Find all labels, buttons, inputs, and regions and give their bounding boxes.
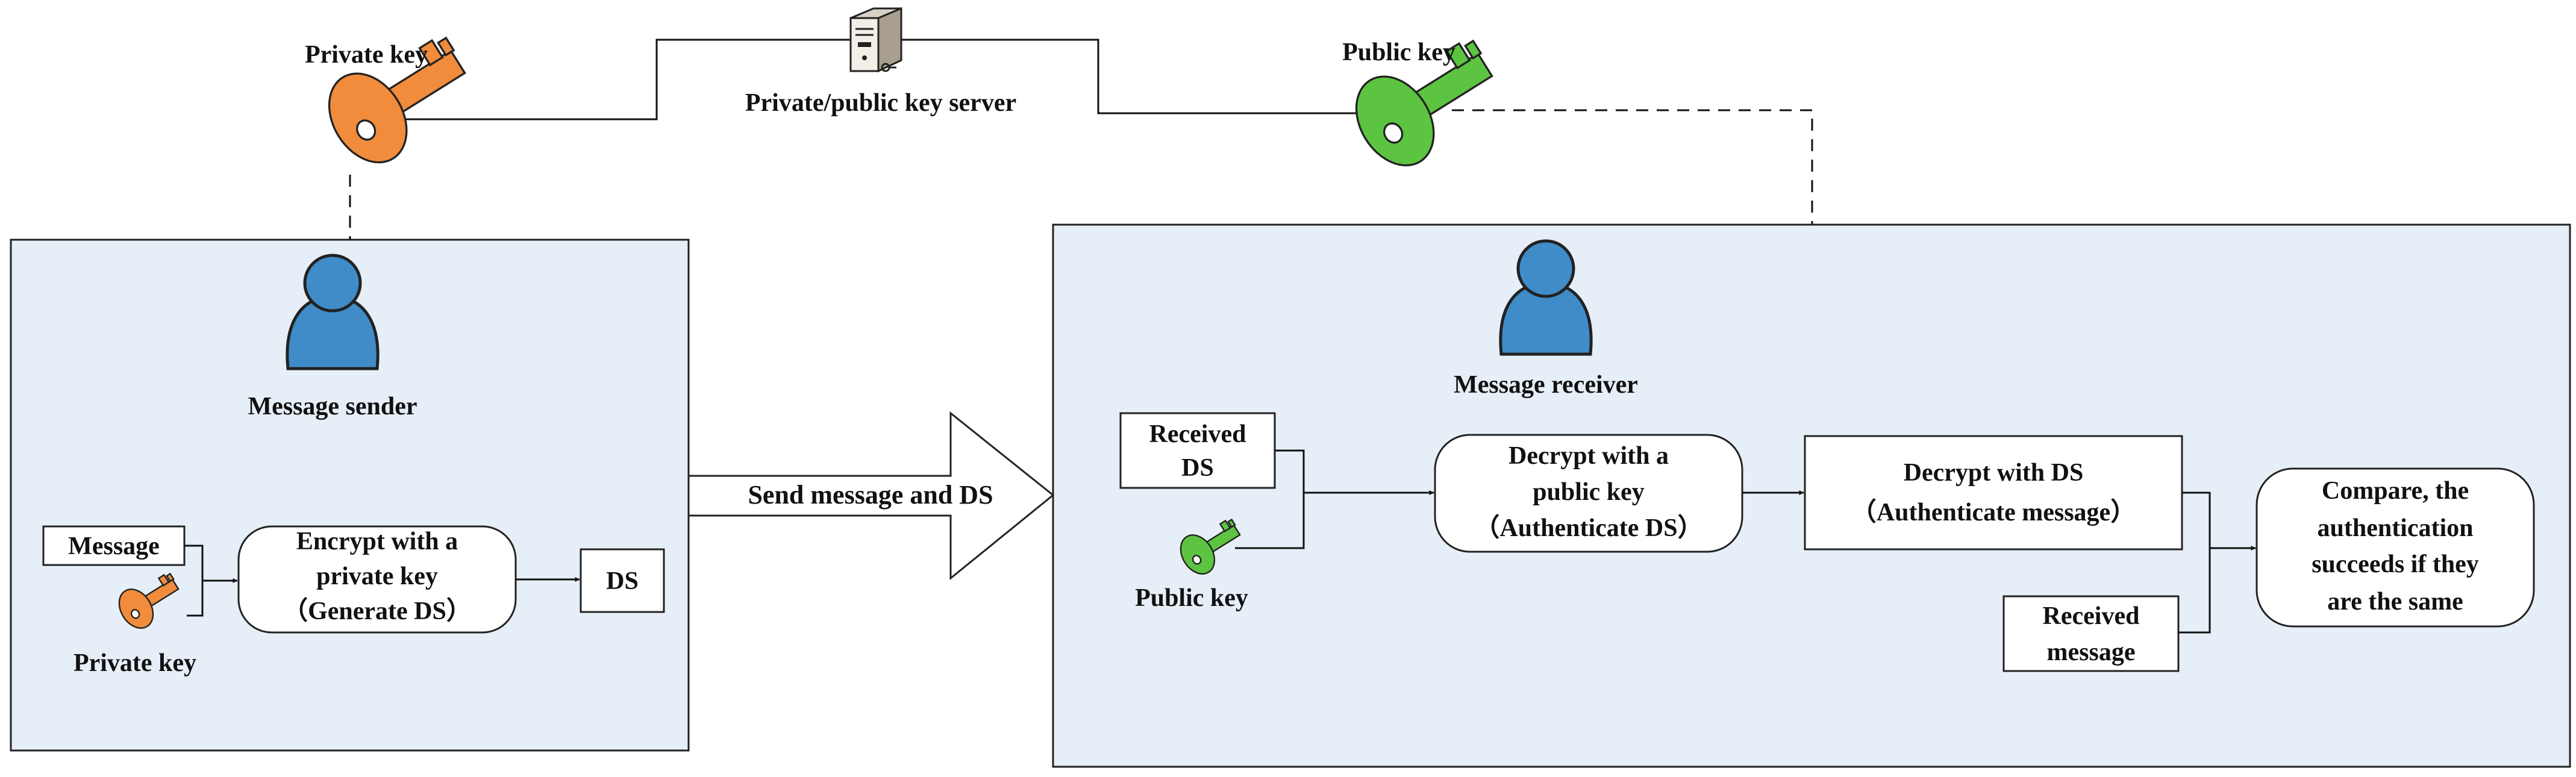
compare-line-2: authentication <box>2317 514 2473 542</box>
sender-title: Message sender <box>248 393 417 420</box>
connector-compare <box>2178 491 2211 634</box>
compare-box <box>2256 467 2535 628</box>
receiver-public-key-label: Public key <box>1135 584 1248 612</box>
server-label: Private/public key server <box>745 89 1016 117</box>
send-arrow-label: Send message and DS <box>748 480 993 510</box>
send-arrow <box>687 411 1055 581</box>
compare-line-1: Compare, the <box>2322 477 2469 505</box>
message-box <box>42 525 186 566</box>
receiver-title: Message receiver <box>1454 371 1638 399</box>
received-ds-line-2: DS <box>1181 454 1214 482</box>
received-message-box <box>2002 595 2180 672</box>
ds-box-label: DS <box>606 567 639 595</box>
decrypt-ds-line-2: （Authenticate message） <box>1851 498 2136 526</box>
encrypt-line-2: private key <box>316 563 438 590</box>
server-icon <box>849 7 902 73</box>
received-ds-line-1: Received <box>1149 420 1246 448</box>
small-private-key-icon <box>118 572 180 629</box>
decrypt-pub-line-2: public key <box>1533 478 1645 506</box>
small-public-key-icon <box>1180 518 1241 575</box>
top-public-key-label: Public key <box>1342 39 1455 66</box>
public-key-icon <box>1355 39 1493 167</box>
sender-user-icon <box>286 254 380 370</box>
encrypt-line-3: （Generate DS） <box>283 597 472 625</box>
decrypt-ds-box <box>1804 435 2183 551</box>
received-ds-box <box>1119 412 1276 489</box>
received-msg-line-1: Received <box>2043 602 2140 630</box>
ds-box <box>580 548 665 613</box>
public-key-dashed-line <box>1452 109 1813 225</box>
sender-private-key-label: Private key <box>73 649 196 677</box>
decrypt-ds-line-1: Decrypt with DS <box>1904 459 2084 487</box>
receiver-user-icon <box>1499 239 1593 356</box>
compare-line-4: are the same <box>2327 588 2463 616</box>
encrypt-line-1: Encrypt with a <box>296 528 458 555</box>
received-msg-line-2: message <box>2047 638 2136 666</box>
message-box-label: Message <box>68 532 160 560</box>
compare-line-3: succeeds if they <box>2312 551 2479 578</box>
decrypt-pub-line-1: Decrypt with a <box>1508 442 1669 470</box>
decrypt-pub-line-3: （Authenticate DS） <box>1474 514 1702 542</box>
connector-received-ds <box>1235 449 1305 549</box>
private-key-icon <box>328 36 466 164</box>
top-private-key-label: Private key <box>305 41 428 69</box>
